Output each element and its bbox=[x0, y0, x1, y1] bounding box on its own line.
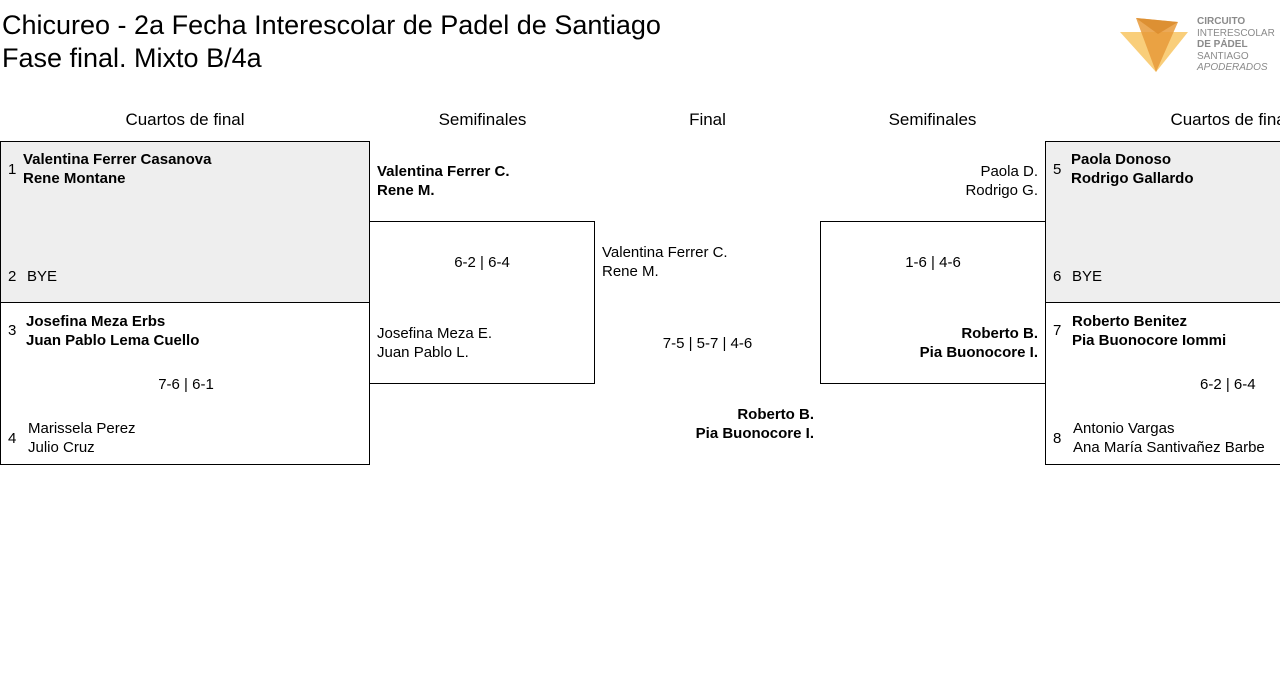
match-score: 6-2 | 6-4 bbox=[1200, 376, 1256, 393]
seed-number: 5 bbox=[1053, 161, 1062, 178]
player-name: Marissela Perez bbox=[28, 420, 136, 437]
final-winner-player: Pia Buonocore I. bbox=[695, 425, 814, 442]
player-name: Rodrigo Gallardo bbox=[1071, 170, 1194, 187]
match-score: 7-6 | 6-1 bbox=[158, 376, 214, 393]
final-winner-player: Roberto B. bbox=[737, 406, 814, 423]
player-name: Roberto B. bbox=[961, 325, 1038, 342]
final-team-a-player: Valentina Ferrer C. bbox=[602, 244, 728, 261]
player-name: Pia Buonocore I. bbox=[919, 344, 1038, 361]
match-box-sf-left: 6-2 | 6-4 Josefina Meza E. Juan Pablo L. bbox=[369, 221, 595, 384]
player-name: BYE bbox=[1072, 268, 1103, 285]
triangle-logo-icon bbox=[1120, 18, 1188, 72]
player-name: Rene Montane bbox=[23, 170, 126, 187]
seed-number: 4 bbox=[8, 430, 17, 447]
logo-text: CIRCUITO INTERESCOLAR DE PÁDEL SANTIAGO … bbox=[1197, 16, 1275, 74]
header-quarterfinals-right: Cuartos de final bbox=[1170, 110, 1280, 129]
header-quarterfinals-left: Cuartos de final bbox=[125, 110, 245, 129]
logo-line-1: CIRCUITO bbox=[1197, 16, 1246, 27]
logo-line-5: APODERADOS bbox=[1197, 62, 1268, 73]
header-final: Final bbox=[689, 110, 726, 129]
seed-number: 2 bbox=[8, 268, 17, 285]
seed-number: 6 bbox=[1053, 268, 1062, 285]
seed-number: 3 bbox=[8, 322, 17, 339]
player-name: Josefina Meza E. bbox=[377, 325, 493, 342]
player-name: Paola Donoso bbox=[1071, 151, 1172, 168]
semifinal-right-team-a-player: Paola D. bbox=[980, 163, 1038, 180]
player-name: Valentina Ferrer Casanova bbox=[23, 151, 212, 168]
player-name: Antonio Vargas bbox=[1073, 420, 1175, 437]
player-name: Ana María Santivañez Barbe bbox=[1073, 439, 1265, 456]
seed-number: 7 bbox=[1053, 322, 1062, 339]
player-name: Pia Buonocore Iommi bbox=[1072, 332, 1227, 349]
semifinal-right-team-a-player: Rodrigo G. bbox=[965, 182, 1038, 199]
semifinal-left-team-a-player: Rene M. bbox=[377, 182, 435, 199]
seed-number: 1 bbox=[8, 161, 17, 178]
semifinal-left-team-a-player: Valentina Ferrer C. bbox=[377, 163, 510, 180]
logo-line-3: DE PÁDEL bbox=[1197, 39, 1248, 50]
player-name: Josefina Meza Erbs bbox=[26, 313, 166, 330]
page-title: Chicureo - 2a Fecha Interescolar de Pade… bbox=[2, 10, 661, 40]
player-name: Juan Pablo L. bbox=[377, 344, 469, 361]
header-semifinals-left: Semifinales bbox=[438, 110, 527, 129]
final-team-a-player: Rene M. bbox=[602, 263, 659, 280]
player-name: Juan Pablo Lema Cuello bbox=[26, 332, 200, 349]
header-semifinals-right: Semifinales bbox=[888, 110, 977, 129]
match-box-qf-right-1: 5 Paola Donoso Rodrigo Gallardo 6 BYE bbox=[1045, 141, 1280, 303]
match-box-qf-left-2: 3 Josefina Meza Erbs Juan Pablo Lema Cue… bbox=[0, 302, 370, 465]
final-score: 7-5 | 5-7 | 4-6 bbox=[662, 335, 753, 352]
page-subtitle: Fase final. Mixto B/4a bbox=[2, 43, 262, 73]
player-name: Julio Cruz bbox=[28, 439, 95, 456]
match-score: 6-2 | 6-4 bbox=[454, 254, 510, 271]
match-score: 1-6 | 4-6 bbox=[905, 254, 961, 271]
match-box-sf-right: 1-6 | 4-6 Roberto B. Pia Buonocore I. bbox=[820, 221, 1046, 384]
logo-line-4: SANTIAGO bbox=[1197, 50, 1249, 62]
player-name: Roberto Benitez bbox=[1072, 313, 1188, 330]
circuit-logo: CIRCUITO INTERESCOLAR DE PÁDEL SANTIAGO … bbox=[1118, 12, 1280, 76]
seed-number: 8 bbox=[1053, 430, 1062, 447]
logo-line-2: INTERESCOLAR bbox=[1197, 27, 1275, 39]
match-box-qf-right-2: 7 Roberto Benitez Pia Buonocore Iommi 6-… bbox=[1045, 302, 1280, 465]
player-name: BYE bbox=[27, 268, 58, 285]
match-box-qf-left-1: 1 Valentina Ferrer Casanova Rene Montane… bbox=[0, 141, 370, 303]
